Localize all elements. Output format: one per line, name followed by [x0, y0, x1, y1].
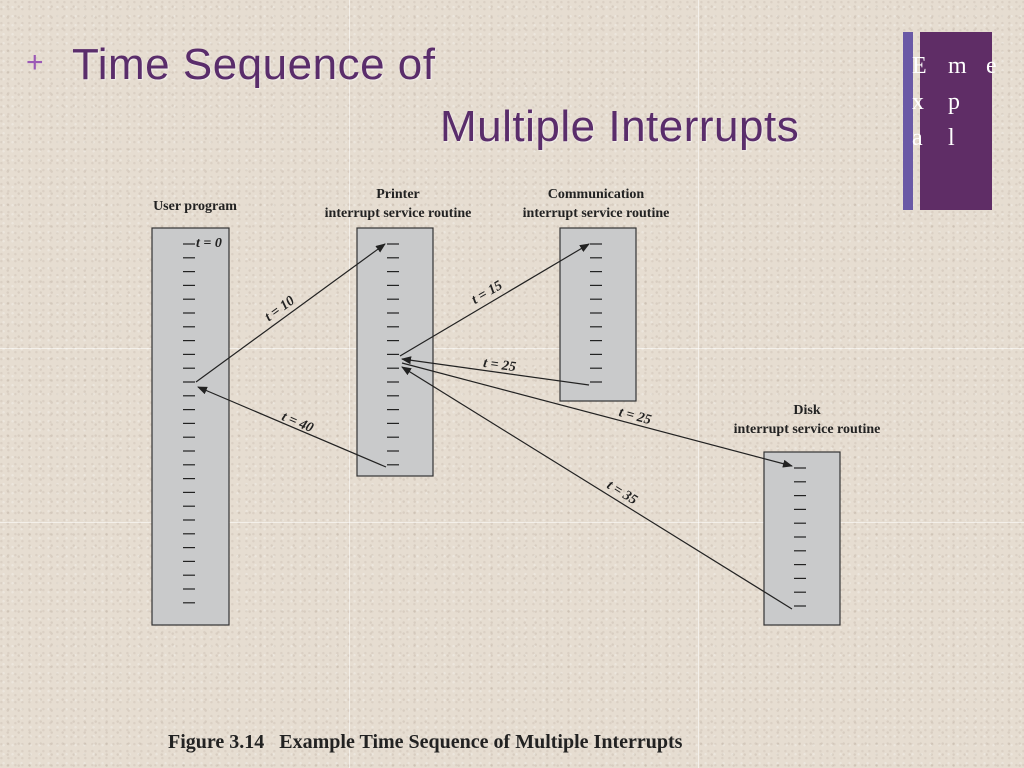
arrow-user-to-printer — [195, 243, 386, 383]
printer-sublabel: interrupt service routine — [325, 206, 472, 221]
side-label-box: E m e x p a l — [912, 32, 997, 210]
arrow-label: t = 25 — [482, 356, 517, 375]
grid-line — [698, 0, 699, 768]
communication-label: Communication — [548, 187, 645, 202]
side-letter: x — [912, 89, 924, 115]
user-program-label: User program — [153, 199, 237, 214]
disk-sublabel: interrupt service routine — [734, 422, 881, 437]
arrow-printer-to-disk — [401, 362, 793, 468]
side-letter: m — [948, 53, 967, 79]
arrow-disk-to-printer — [401, 366, 793, 610]
arrow-label: t = 40 — [279, 409, 315, 436]
grid-line — [349, 0, 350, 768]
side-letter: e — [986, 53, 997, 79]
figure-caption: Figure 3.14 Example Time Sequence of Mul… — [168, 731, 683, 753]
arrow-label: t = 15 — [469, 278, 505, 307]
arrow-printer-to-communication — [399, 243, 590, 357]
arrow-printer-to-user — [197, 386, 387, 468]
communication-sublabel: interrupt service routine — [523, 206, 670, 221]
communication-routine-box — [559, 227, 637, 402]
user-program-box — [151, 227, 230, 626]
grid-line — [0, 522, 1024, 523]
side-letter: p — [948, 89, 960, 115]
disk-routine-box — [763, 451, 841, 626]
plus-icon: + — [26, 46, 44, 79]
disk-label: Disk — [793, 403, 820, 418]
tick-marks — [183, 243, 806, 607]
start-marker-label: t = 0 — [196, 236, 222, 251]
printer-routine-box — [356, 227, 434, 477]
side-letter: l — [948, 125, 955, 151]
slide-title-line1: Time Sequence of — [72, 40, 436, 89]
side-letter: E — [912, 53, 927, 79]
accent-bar — [903, 32, 913, 210]
arrow-communication-to-printer — [401, 356, 590, 386]
grid-line — [0, 348, 1024, 349]
printer-label: Printer — [376, 187, 420, 202]
side-letter: a — [912, 125, 923, 151]
slide-title-line2: Multiple Interrupts — [440, 102, 800, 151]
